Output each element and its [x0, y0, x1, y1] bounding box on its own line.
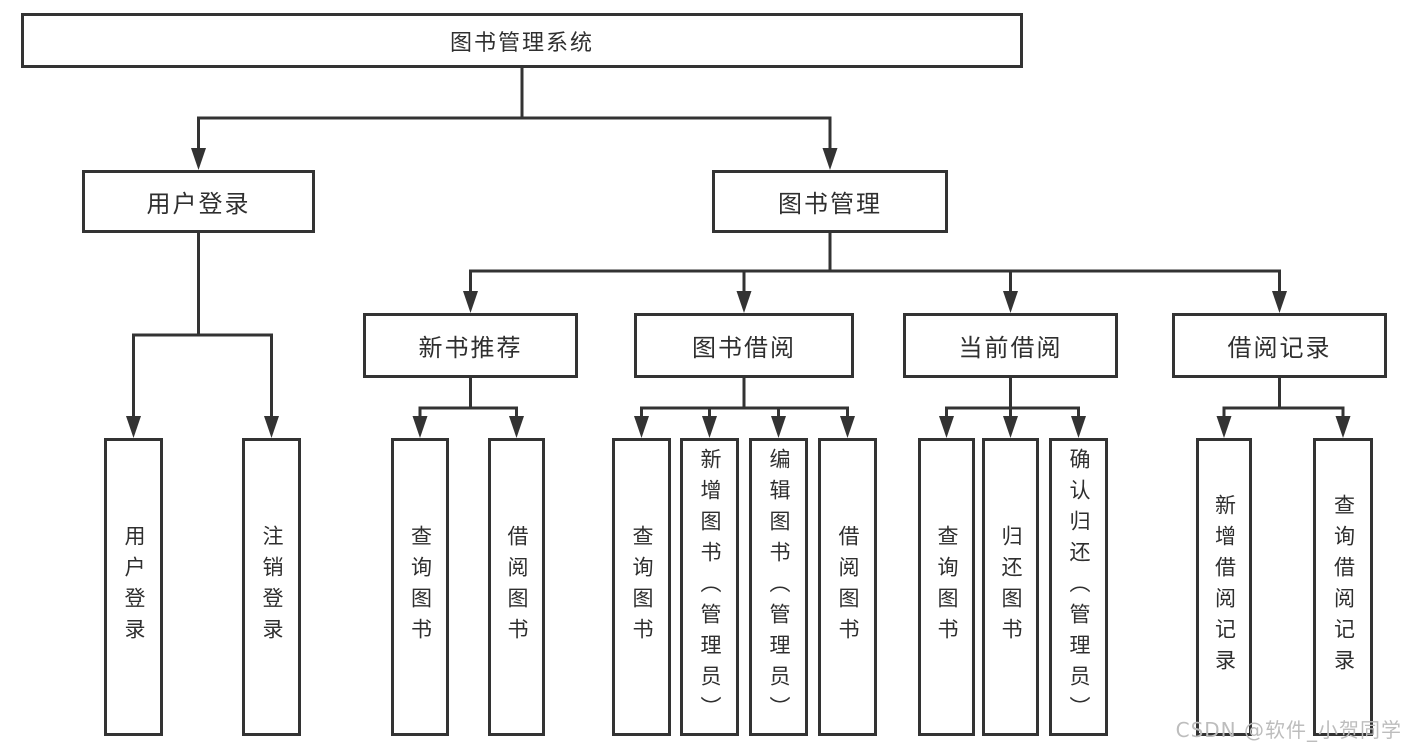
node-book-management-label: 图书管理	[778, 190, 882, 218]
node-cb-confirm-return: 确认归还（管理员）	[1049, 438, 1108, 736]
node-cb-query-books: 查询图书	[918, 438, 975, 736]
node-current-borrowing-label: 当前借阅	[958, 334, 1063, 362]
node-bb-borrow-books-label: 借阅图书	[836, 525, 860, 649]
watermark: CSDN @软件_小贺同学	[1175, 718, 1402, 742]
node-book-management: 图书管理	[712, 170, 948, 233]
node-br-add-borrow-record: 新增借阅记录	[1196, 438, 1252, 736]
node-nbr-borrow-books: 借阅图书	[488, 438, 545, 736]
node-current-borrowing: 当前借阅	[903, 313, 1118, 378]
node-nbr-query-books-label: 查询图书	[408, 525, 433, 649]
node-login: 用户登录	[104, 438, 163, 736]
node-bb-add-books-label: 新增图书（管理员）	[698, 447, 722, 727]
node-nbr-query-books: 查询图书	[391, 438, 449, 736]
node-cb-query-books-label: 查询图书	[935, 525, 959, 649]
node-logout: 注销登录	[242, 438, 301, 736]
node-cb-return-books: 归还图书	[982, 438, 1039, 736]
node-new-book-recommend-label: 新书推荐	[418, 334, 523, 362]
node-bb-borrow-books: 借阅图书	[818, 438, 877, 736]
node-borrowing-records: 借阅记录	[1172, 313, 1387, 378]
node-root: 图书管理系统	[21, 13, 1023, 68]
node-bb-edit-books-label: 编辑图书（管理员）	[767, 447, 791, 727]
node-root-label: 图书管理系统	[449, 30, 594, 56]
node-user-login-label: 用户登录	[146, 190, 251, 218]
node-borrowing-records-label: 借阅记录	[1227, 334, 1332, 362]
node-bb-edit-books: 编辑图书（管理员）	[749, 438, 808, 736]
node-new-book-recommend: 新书推荐	[363, 313, 578, 378]
node-br-add-borrow-record-label: 新增借阅记录	[1212, 494, 1237, 680]
node-logout-label: 注销登录	[260, 525, 284, 649]
node-bb-add-books: 新增图书（管理员）	[680, 438, 739, 736]
node-book-borrowing-label: 图书借阅	[692, 334, 796, 362]
node-nbr-borrow-books-label: 借阅图书	[505, 525, 529, 649]
node-login-label: 用户登录	[122, 525, 146, 649]
node-br-query-borrow-record-label: 查询借阅记录	[1331, 494, 1356, 680]
node-book-borrowing: 图书借阅	[634, 313, 854, 378]
node-br-query-borrow-record: 查询借阅记录	[1313, 438, 1373, 736]
node-cb-return-books-label: 归还图书	[999, 525, 1023, 649]
node-bb-query-books: 查询图书	[612, 438, 671, 736]
node-user-login: 用户登录	[82, 170, 315, 233]
node-bb-query-books-label: 查询图书	[630, 525, 654, 649]
node-cb-confirm-return-label: 确认归还（管理员）	[1067, 447, 1091, 727]
